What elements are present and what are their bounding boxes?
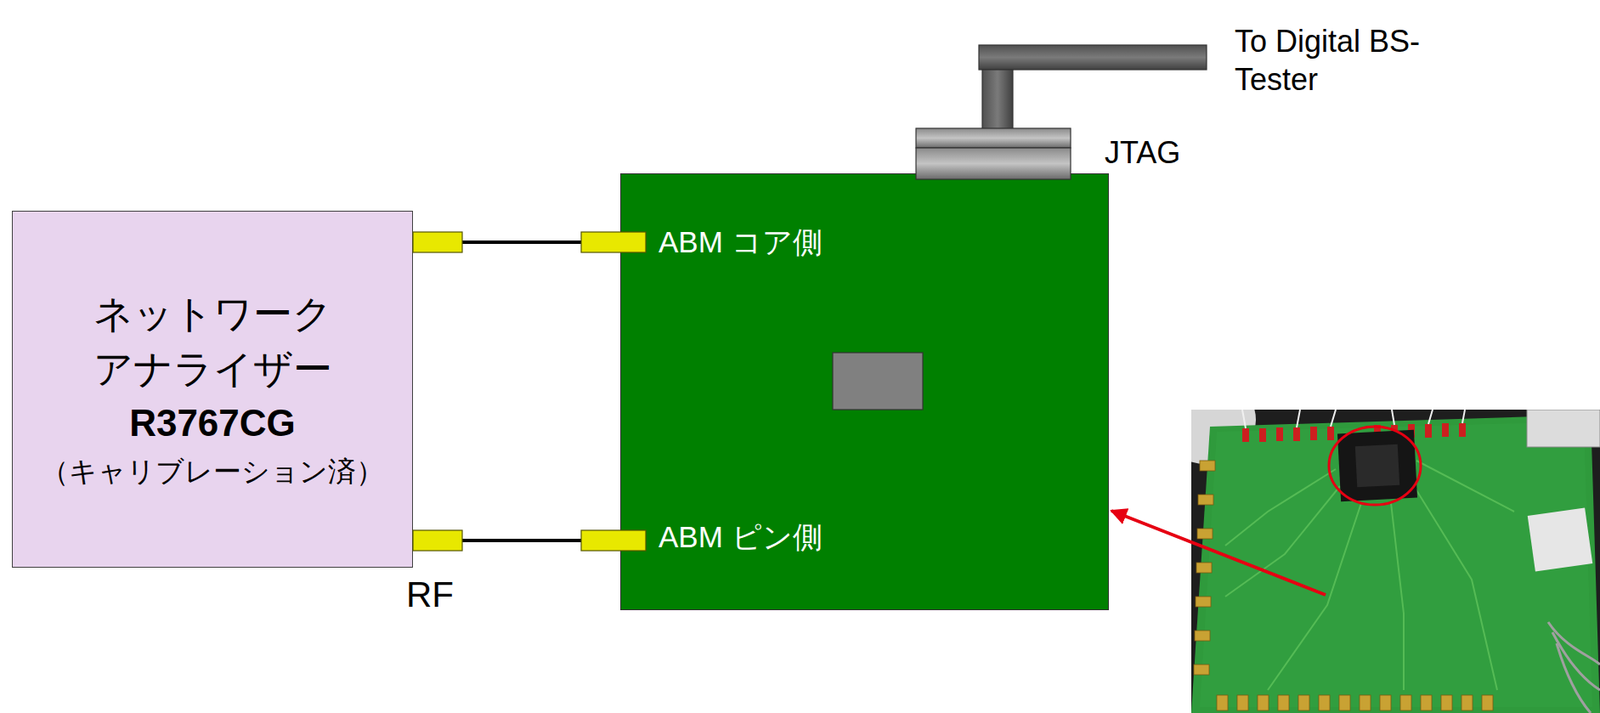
analyzer-box: ネットワーク アナライザーR3767CG（キャリブレーション済） [11, 210, 413, 568]
node-title: ネットワーク アナライザー [42, 286, 383, 398]
board-photo [1157, 375, 1600, 713]
node-text: R3767CG [129, 396, 296, 450]
port-label: RF [406, 572, 492, 618]
connector-name: JTAG [1104, 133, 1224, 172]
node-text: ABM ピン側 [658, 519, 823, 555]
node-title: ABM コア側 [658, 224, 823, 261]
cable-destination-label: To Digital BS-Tester [1234, 22, 1465, 99]
pointer-arrow [1111, 510, 1326, 595]
rf-plugs [412, 231, 646, 551]
jtag-cable [915, 45, 1207, 180]
label-holder: JTAG [1104, 133, 1224, 172]
label-holder: RF [406, 572, 492, 618]
chip [832, 352, 923, 410]
node-text: （キャリブレーション済） [40, 450, 385, 493]
label-holder: To Digital BS-Tester [1234, 22, 1465, 99]
